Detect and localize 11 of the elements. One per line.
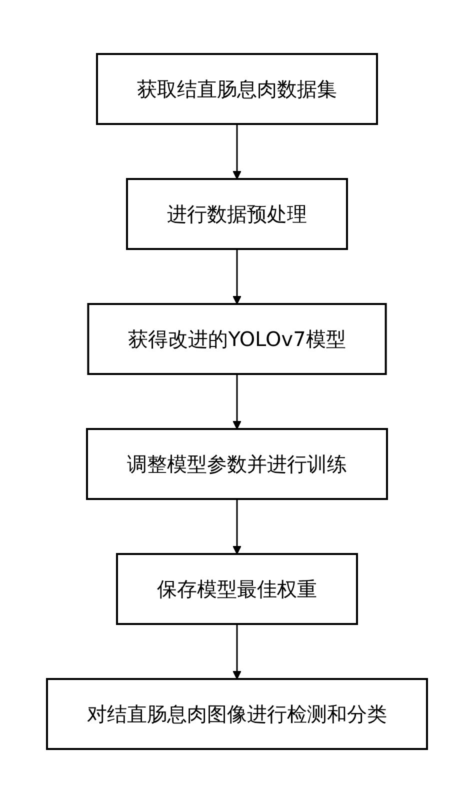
arrow — [232, 124, 242, 180]
node-box: 调整模型参数并进行训练 — [86, 428, 388, 500]
node-box: 对结直肠息肉图像进行检测和分类 — [46, 678, 428, 750]
arrow — [232, 249, 242, 304]
arrow — [232, 499, 242, 554]
arrow — [232, 624, 242, 680]
node-box: 保存模型最佳权重 — [116, 553, 358, 625]
arrow — [232, 374, 242, 430]
node-box: 进行数据预处理 — [126, 178, 348, 250]
node-box: 获得改进的YOLOv7模型 — [87, 303, 387, 375]
node-box: 获取结直肠息肉数据集 — [96, 53, 378, 125]
